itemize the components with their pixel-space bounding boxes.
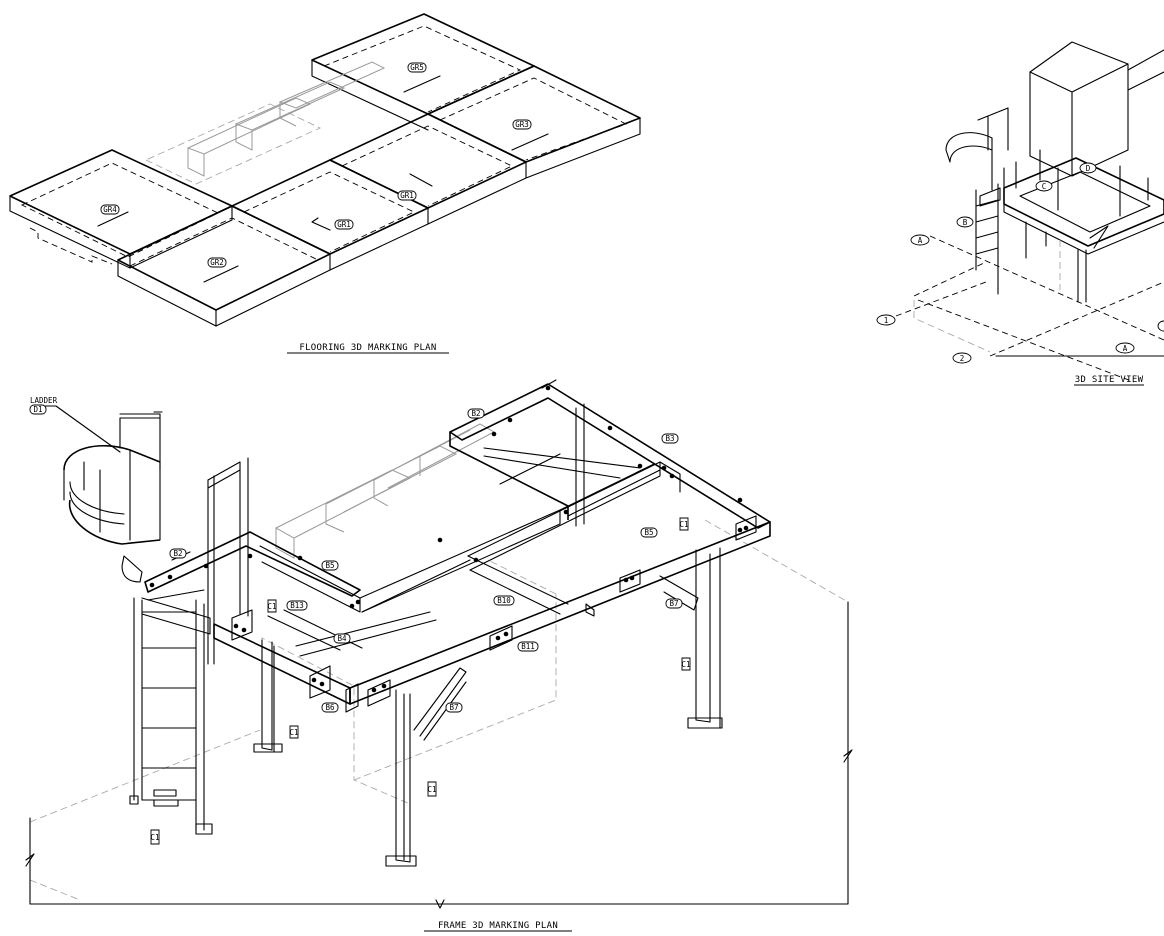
flooring-plan-title: FLOORING 3D MARKING PLAN	[299, 343, 436, 353]
tag-gr5: GR5	[410, 63, 424, 72]
tag-b2-top: B2	[471, 409, 480, 418]
grating-panel-gr3	[427, 65, 641, 179]
tag-b5-b: B5	[644, 528, 653, 537]
tag-b7-a: B7	[449, 703, 458, 712]
tag-b10: B10	[497, 596, 511, 605]
tag-c1-6: C1	[679, 520, 688, 529]
site-grid	[895, 235, 1164, 383]
frame-bolt-connections	[149, 379, 757, 713]
site-view-title: 3D SITE VIEW	[1075, 375, 1144, 385]
site-grid-bubbles: A B C D A 1 2	[876, 162, 1164, 364]
site-ladder	[945, 107, 1009, 295]
frame-ladder-d1: LADDER D1	[29, 396, 249, 835]
tag-b6: B6	[325, 703, 335, 712]
tag-c1-1: C1	[150, 833, 159, 842]
tag-b4: B4	[337, 634, 347, 643]
ladder-label: LADDER	[30, 396, 58, 405]
frame-ghost-beams	[274, 423, 496, 559]
site-platform	[1003, 149, 1164, 303]
grating-panel-gr4	[9, 149, 233, 269]
tag-gr4: GR4	[103, 205, 117, 214]
flooring-plan: GR4 GR2 GR1 GR1 GR3 GR5 FLOORING 3D MARK…	[9, 13, 641, 354]
grid-bubble-a: A	[918, 236, 923, 245]
grating-panel-gr1-left	[231, 159, 429, 271]
tag-c1-2: C1	[289, 728, 298, 737]
flooring-tags: GR4 GR2 GR1 GR1 GR3 GR5	[100, 62, 532, 268]
tag-b7-b: B7	[669, 599, 678, 608]
tag-gr2: GR2	[210, 258, 224, 267]
tag-c1-3: C1	[427, 785, 436, 794]
frame-ground-outline	[25, 519, 853, 909]
grid-bubble-b: B	[963, 218, 968, 227]
grid-bubble-d: D	[1086, 164, 1091, 173]
tag-b2-left: B2	[173, 549, 182, 558]
grating-panel-gr5	[311, 13, 535, 131]
tag-c1-4: C1	[681, 660, 690, 669]
frame-columns	[253, 547, 723, 867]
tag-b11: B11	[521, 642, 535, 651]
tag-b13: B13	[290, 601, 304, 610]
ladder-tag-d1: D1	[33, 405, 42, 414]
flooring-ghost-beams	[144, 61, 386, 185]
tag-gr1-b: GR1	[400, 191, 414, 200]
tag-b5-a: B5	[325, 561, 334, 570]
grid-bubble-a-2: A	[1123, 344, 1128, 353]
grid-bubble-c: C	[1042, 182, 1047, 191]
frame-beam-tags: B2 B3 B2 B5 B5 B13 B4 B10 B11 B6 B7 B7	[169, 408, 683, 713]
tag-gr3: GR3	[515, 120, 529, 129]
tag-c1-5: C1	[267, 602, 276, 611]
frame-column-tags: C1 C1 C1 C1 C1 C1	[150, 517, 691, 845]
frame-plan: LADDER D1 C1	[25, 379, 853, 932]
tag-b3-right: B3	[665, 434, 674, 443]
grid-bubble-2: 2	[960, 354, 965, 363]
tag-gr1-a: GR1	[337, 220, 351, 229]
grid-bubble-1: 1	[884, 316, 889, 325]
site-equipment-box	[1029, 41, 1164, 177]
frame-main-beams	[144, 383, 771, 705]
frame-plan-title: FRAME 3D MARKING PLAN	[438, 921, 558, 931]
site-view: A B C D A 1 2 3D SITE VIEW	[876, 41, 1164, 386]
